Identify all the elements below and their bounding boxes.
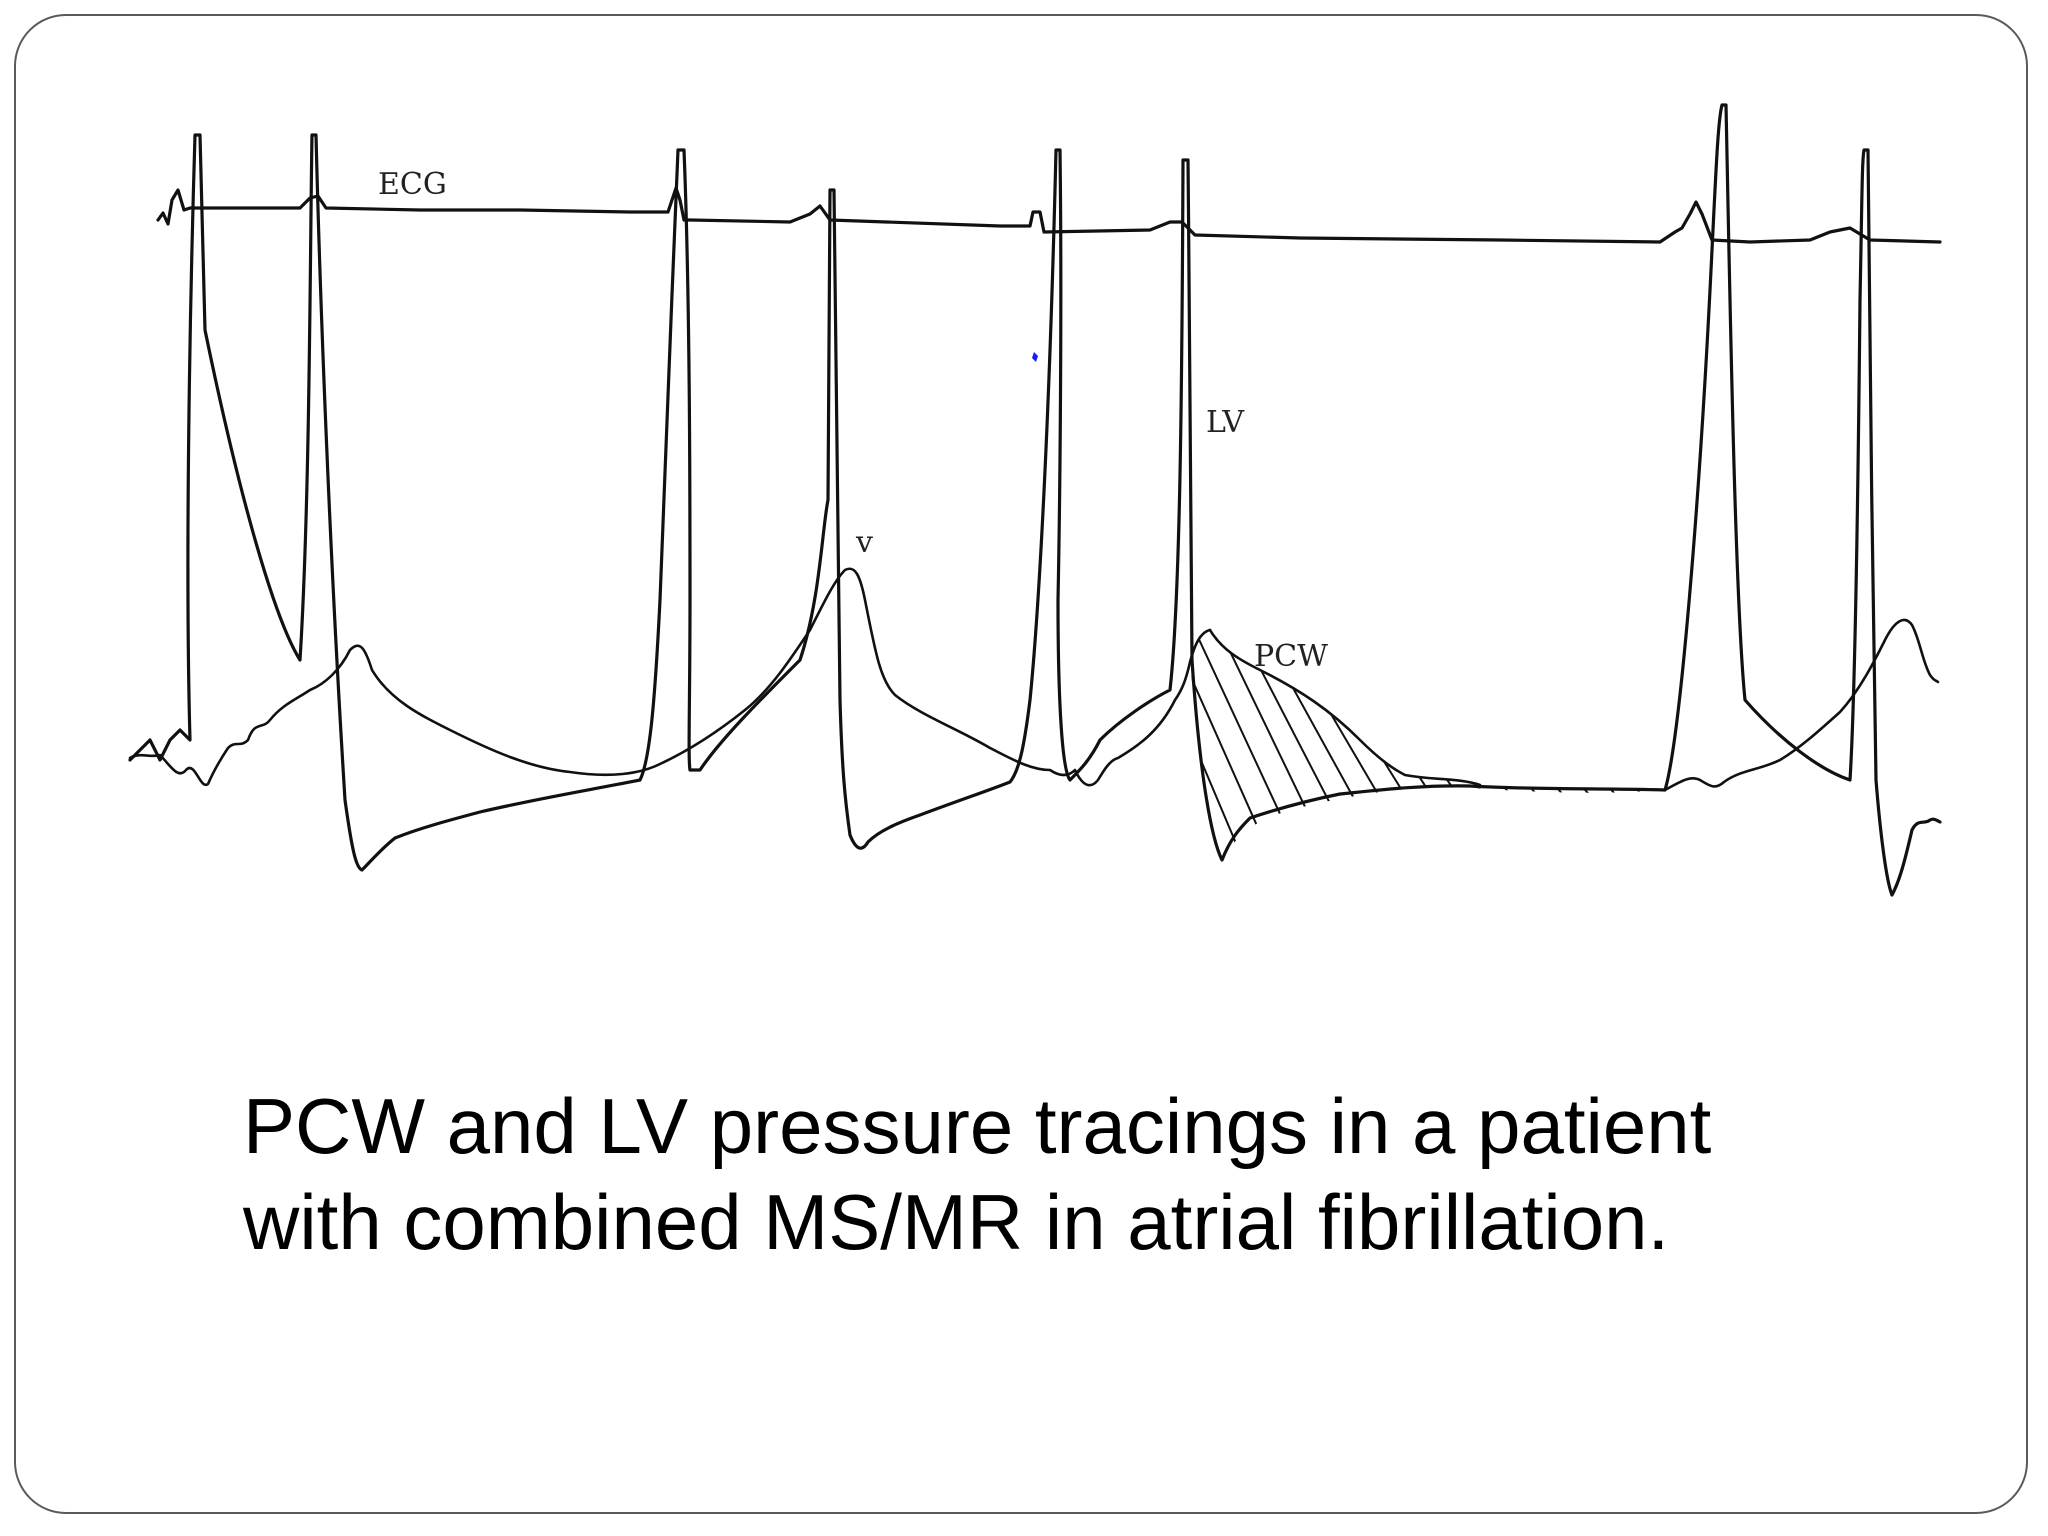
slide-caption: PCW and LV pressure tracings in a patien… [243, 1078, 1943, 1270]
ecg-label: ECG [378, 167, 447, 202]
pcw-trace-late [1663, 618, 1940, 792]
caption-line-2: with combined MS/MR in atrial fibrillati… [243, 1178, 1670, 1266]
blue-marker [1032, 352, 1038, 362]
lv-label: LV [1206, 405, 1245, 440]
hatched-area-outline [1208, 628, 1482, 787]
pcw-label: PCW [1254, 639, 1328, 674]
ecg-trace [156, 186, 1942, 244]
v-wave-label: v [855, 525, 873, 560]
caption-line-1: PCW and LV pressure tracings in a patien… [243, 1082, 1712, 1170]
pcw-trace [128, 567, 1212, 787]
pressure-tracing-diagram: ECG LV v PCW [128, 103, 1942, 897]
lv-trace [128, 103, 1942, 897]
